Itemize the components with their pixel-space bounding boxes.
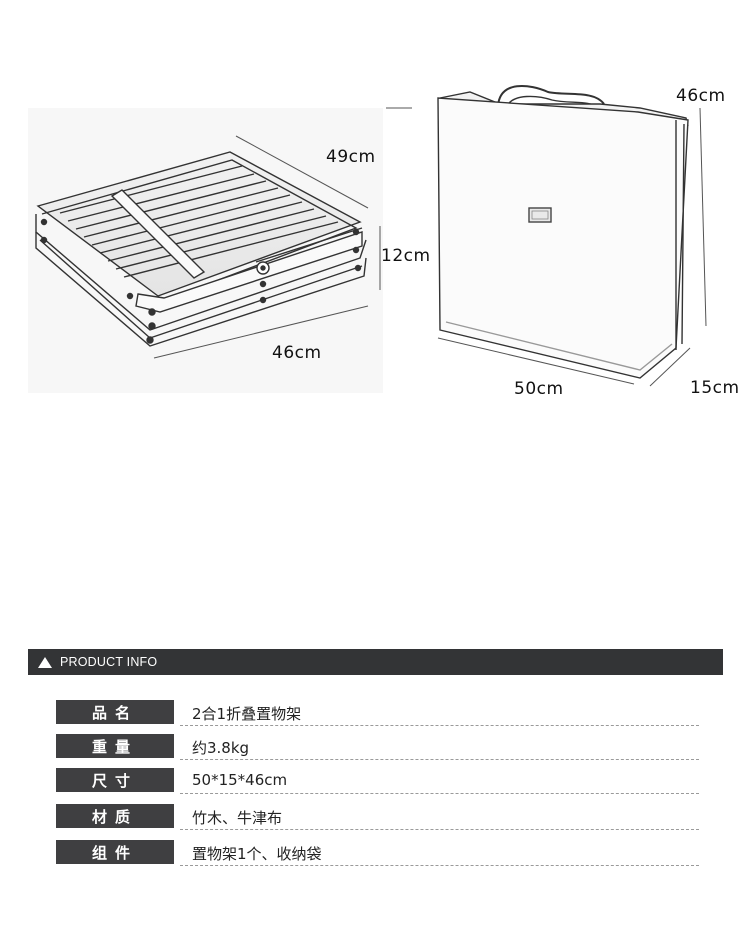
spec-row: 品名 2合1折叠置物架 (56, 700, 699, 726)
spec-label-size: 尺寸 (56, 768, 174, 792)
product-sketch (28, 84, 707, 393)
spec-divider (180, 759, 699, 760)
spec-label-name: 品名 (56, 700, 174, 724)
rack-depth-label: 49cm (326, 147, 376, 167)
spec-value-components: 置物架1个、收纳袋 (192, 845, 322, 863)
bag-width-label: 50cm (514, 379, 564, 399)
spec-label-components: 组件 (56, 840, 174, 864)
spec-value-weight: 约3.8kg (192, 739, 250, 757)
spec-divider (180, 725, 699, 726)
spec-value-name: 2合1折叠置物架 (192, 705, 302, 723)
storage-bag-sketch (437, 84, 689, 379)
rack-dimension-lines (153, 135, 381, 359)
rack-height-label: 12cm (381, 246, 431, 266)
spec-divider (180, 865, 699, 866)
bag-dimension-lines (386, 107, 707, 387)
spec-row: 尺寸 50*15*46cm (56, 768, 699, 794)
spec-row: 材质 竹木、牛津布 (56, 804, 699, 830)
spec-divider (180, 829, 699, 830)
product-sketch-area: 49cm 12cm 46cm 46cm 50cm 15cm (0, 0, 750, 420)
folded-rack-sketch (35, 151, 367, 347)
rack-width-label: 46cm (272, 343, 322, 363)
spec-value-material: 竹木、牛津布 (192, 809, 283, 827)
banner-title: PRODUCT INFO (60, 655, 158, 669)
spec-label-material: 材质 (56, 804, 174, 828)
triangle-up-icon (38, 656, 52, 668)
bag-height-label: 46cm (676, 86, 726, 106)
spec-label-weight: 重量 (56, 734, 174, 758)
spec-value-size: 50*15*46cm (192, 771, 288, 789)
product-info-banner: PRODUCT INFO (28, 649, 723, 675)
spec-row: 重量 约3.8kg (56, 734, 699, 760)
spec-row: 组件 置物架1个、收纳袋 (56, 840, 699, 866)
bag-depth-label: 15cm (690, 378, 740, 398)
spec-divider (180, 793, 699, 794)
